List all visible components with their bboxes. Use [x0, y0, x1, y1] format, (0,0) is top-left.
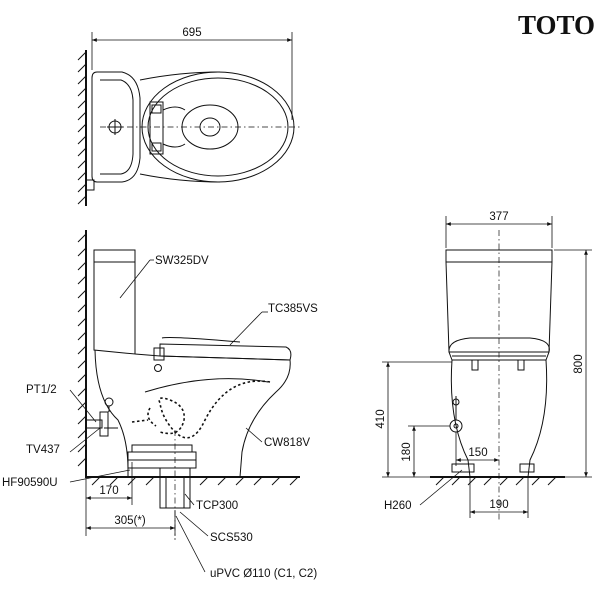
- front-height-dim: 800: [573, 354, 585, 373]
- top-length-dim: 695: [182, 27, 201, 39]
- wall-to-supply-dim: 170: [99, 485, 118, 497]
- stop-valve-model-label: TV437: [26, 444, 60, 456]
- tank-model-label: SW325DV: [155, 255, 209, 267]
- front-view: 377 800 410 180 150 190 H260: [375, 211, 592, 520]
- side-view-seat: [159, 343, 292, 361]
- supply-height-dim: 410: [375, 409, 387, 428]
- front-view-stop-valve: [449, 396, 535, 473]
- front-view-seat: [448, 337, 550, 361]
- side-view-stop-valve: [85, 397, 118, 437]
- front-view-floor-hatch: [435, 476, 557, 486]
- flange-model-label: HF90590U: [2, 477, 58, 489]
- valve-height-dim: 180: [401, 442, 413, 461]
- top-view-seat-hinge: [149, 101, 164, 155]
- top-view: 695: [77, 27, 300, 206]
- supply-thread-label: PT1/2: [26, 384, 57, 396]
- top-view-tank: [91, 71, 141, 183]
- side-view-wall-hatch: [77, 233, 87, 467]
- base-width-dim: 190: [489, 499, 508, 511]
- front-width-dim: 377: [489, 211, 508, 223]
- rough-in-dim: 305(*): [114, 515, 145, 527]
- seat-model-label: TC385VS: [268, 303, 318, 315]
- trap-adapter-model-label: TCP300: [196, 500, 238, 512]
- bowl-model-label: CW818V: [264, 437, 310, 449]
- front-view-bowl: [450, 359, 548, 478]
- side-view-trapway: [158, 380, 271, 439]
- side-view: SW325DV TC385VS CW818V PT1/2 TV437 HF905…: [2, 230, 318, 580]
- side-view-bowl: [94, 349, 291, 478]
- valve-offset-dim: 150: [468, 447, 487, 459]
- brand-logo: TOTO: [518, 10, 595, 40]
- side-view-floor-hatch: [91, 476, 299, 486]
- top-view-wall-hatch: [77, 51, 87, 205]
- top-view-supply-valve: [85, 179, 95, 191]
- side-view-tank: [93, 249, 136, 355]
- sleeve-model-label: SCS530: [210, 532, 253, 544]
- drain-pipe-label: uPVC Ø110 (C1, C2): [210, 568, 317, 580]
- front-valve-model-label: H260: [384, 500, 412, 512]
